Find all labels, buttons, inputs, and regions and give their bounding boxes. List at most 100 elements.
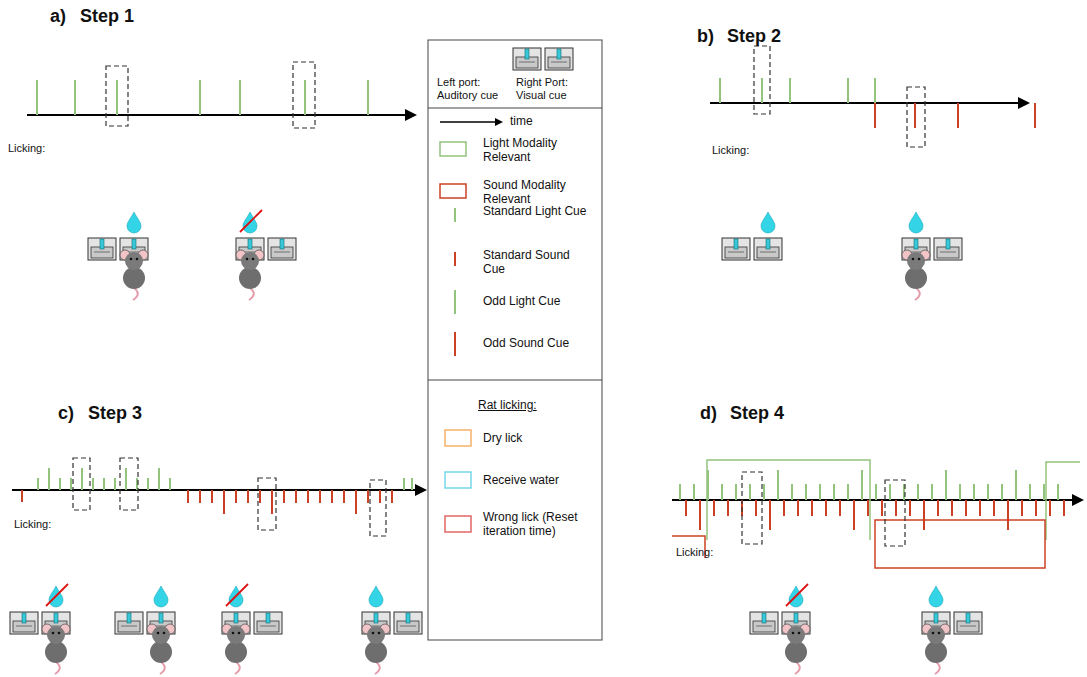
cue-tick xyxy=(721,484,723,500)
cue-tick xyxy=(1001,484,1003,500)
legend-text: Odd Sound Cue xyxy=(483,336,588,350)
cue-tick xyxy=(735,484,737,500)
port-label: Right Port: Visual cue xyxy=(516,76,596,102)
cue-tick xyxy=(811,500,813,516)
cue-tick xyxy=(914,103,916,128)
cue-tick xyxy=(874,103,876,128)
cue-tick xyxy=(1029,484,1031,500)
port-label: Left port: Auditory cue xyxy=(437,76,511,102)
legend-text: Standard Light Cue xyxy=(483,204,588,218)
cue-tick xyxy=(825,500,827,516)
cue-tick xyxy=(979,500,981,516)
cue-tick xyxy=(707,470,709,500)
cue-tick xyxy=(21,490,23,502)
cue-tick xyxy=(973,484,975,500)
panel-letter: d) xyxy=(700,403,717,425)
legend-text: time xyxy=(510,114,533,128)
cue-tick xyxy=(719,78,721,103)
cue-tick xyxy=(875,484,877,500)
cue-tick xyxy=(959,484,961,500)
cue-tick xyxy=(769,500,771,530)
cue-tick xyxy=(1049,500,1051,516)
cue-tick xyxy=(343,490,345,503)
cue-tick xyxy=(295,490,297,503)
cue-tick xyxy=(909,500,911,516)
cue-tick xyxy=(367,80,369,115)
cue-tick xyxy=(259,490,261,503)
licking-label: Licking: xyxy=(712,144,749,157)
cue-tick xyxy=(1035,500,1037,516)
cue-tick xyxy=(889,484,891,500)
cue-tick xyxy=(783,500,785,516)
step-title: Step 3 xyxy=(88,403,142,425)
cue-tick xyxy=(727,500,729,516)
cue-tick xyxy=(247,490,249,503)
cue-tick xyxy=(987,484,989,500)
cue-tick xyxy=(1021,500,1023,516)
licking-label: Licking: xyxy=(8,142,45,155)
cue-tick xyxy=(945,470,947,500)
cue-tick xyxy=(199,490,201,503)
panel-letter: a) xyxy=(50,6,66,28)
cue-tick xyxy=(81,468,83,490)
cue-tick xyxy=(1043,484,1045,500)
cue-tick xyxy=(777,470,779,500)
cue-tick xyxy=(307,490,309,503)
cue-tick xyxy=(923,500,925,530)
cue-tick xyxy=(861,470,863,500)
cue-tick xyxy=(805,484,807,500)
step-title: Step 1 xyxy=(80,6,134,28)
cue-tick xyxy=(411,478,413,490)
legend-text: Receive water xyxy=(483,473,588,487)
cue-tick xyxy=(797,500,799,516)
cue-tick xyxy=(833,484,835,500)
cue-tick xyxy=(965,500,967,516)
cue-tick xyxy=(881,500,883,516)
cue-tick xyxy=(158,468,160,490)
cue-tick xyxy=(147,478,149,490)
cue-tick xyxy=(993,500,995,516)
cue-tick xyxy=(74,80,76,115)
cue-tick xyxy=(1063,500,1065,516)
cue-tick xyxy=(839,500,841,516)
cue-tick xyxy=(749,484,751,500)
cue-tick xyxy=(679,484,681,500)
legend-text: Dry lick xyxy=(483,431,588,445)
cue-tick xyxy=(874,78,876,103)
cue-tick xyxy=(693,484,695,500)
cue-tick xyxy=(895,500,897,516)
cue-tick xyxy=(1034,103,1036,128)
legend-text: Odd Light Cue xyxy=(483,294,588,308)
cue-tick xyxy=(755,500,757,516)
cue-tick xyxy=(853,500,855,530)
licking-label: Licking: xyxy=(14,518,51,531)
cue-tick xyxy=(116,80,118,115)
cue-tick xyxy=(867,500,869,516)
cue-tick xyxy=(59,478,61,490)
cue-tick xyxy=(791,484,793,500)
cue-tick xyxy=(103,478,105,490)
cue-tick xyxy=(319,490,321,503)
cue-tick xyxy=(331,490,333,503)
cue-tick xyxy=(304,80,306,115)
cue-tick xyxy=(761,78,763,103)
cue-tick xyxy=(211,490,213,503)
cue-tick xyxy=(391,490,393,503)
cue-tick xyxy=(917,484,919,500)
cue-tick xyxy=(125,468,127,490)
cue-tick xyxy=(1015,470,1017,500)
cue-tick xyxy=(367,490,369,503)
legend-text: Wrong lick (Reset iteration time) xyxy=(483,510,588,539)
cue-tick xyxy=(48,468,50,490)
cue-tick xyxy=(271,490,273,514)
cue-tick xyxy=(819,484,821,500)
cue-tick xyxy=(235,490,237,503)
cue-tick xyxy=(199,80,201,115)
legend-heading: Rat licking: xyxy=(478,398,537,412)
cue-tick xyxy=(1007,500,1009,530)
licking-label: Licking: xyxy=(676,546,713,559)
cue-tick xyxy=(114,478,116,490)
cue-tick xyxy=(931,484,933,500)
cue-tick xyxy=(713,500,715,516)
panel-letter: b) xyxy=(697,26,714,48)
